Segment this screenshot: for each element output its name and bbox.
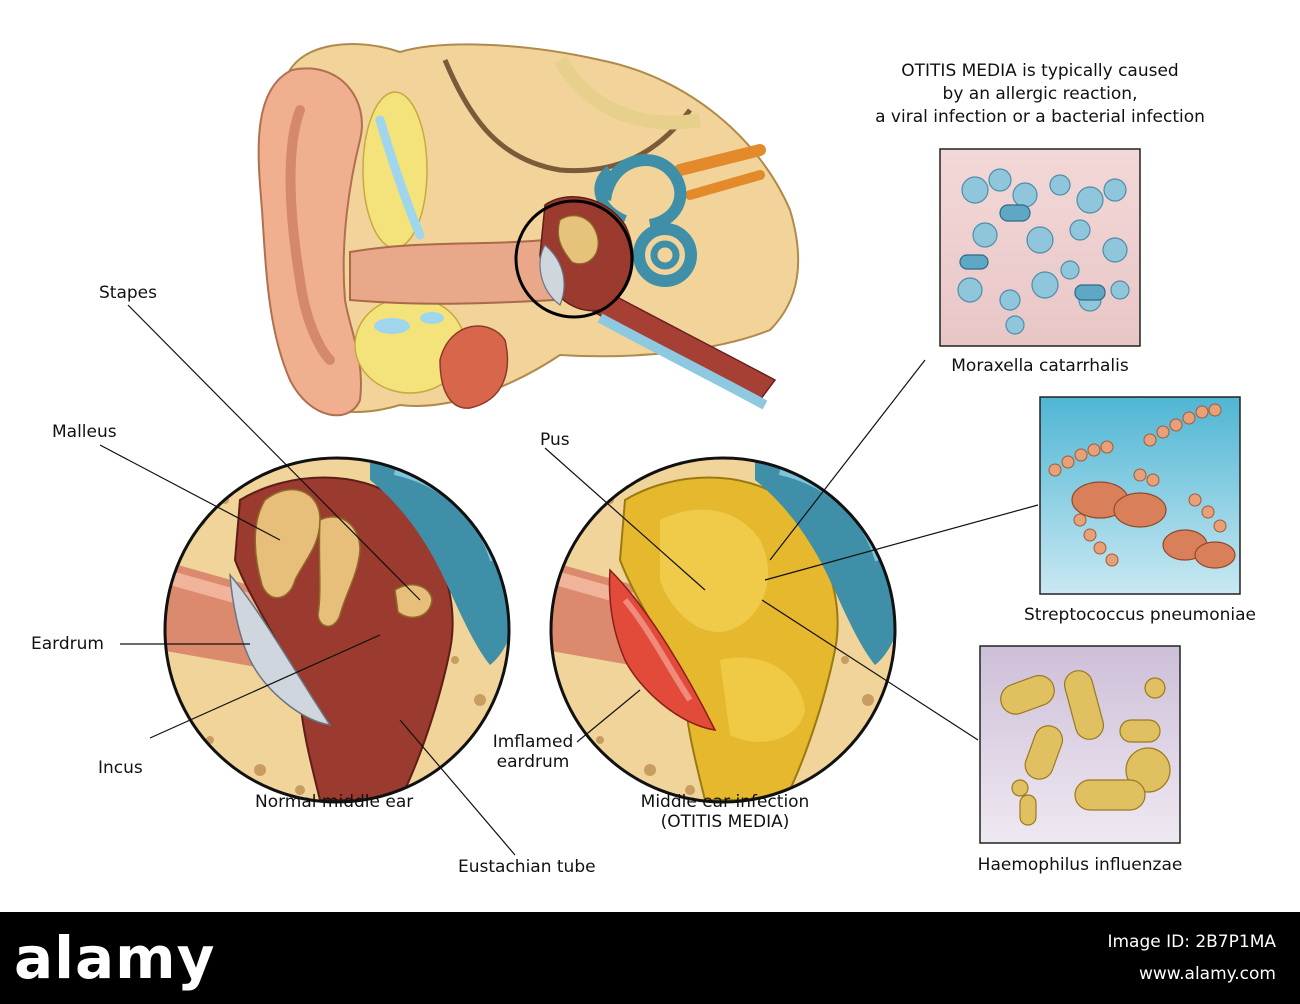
zoom-circle [514, 199, 634, 319]
header-line-2: by an allergic reaction, [942, 84, 1138, 104]
moraxella-panel [939, 148, 1141, 347]
image-id: Image ID: 2B7P1MA [1107, 932, 1276, 952]
normal-middle-ear-view [163, 456, 511, 804]
alamy-logo: alamy [14, 924, 216, 992]
header-text: OTITIS MEDIA is typically caused by an a… [835, 60, 1245, 129]
label-normal-middle-ear: Normal middle ear [255, 792, 414, 812]
header-line-3: a viral infection or a bacterial infecti… [875, 107, 1205, 127]
label-inflamed-line-1: Imflamed [492, 732, 574, 752]
label-infection-line-2: (OTITIS MEDIA) [660, 812, 790, 832]
label-middle-ear-infection: Middle ear infection (OTITIS MEDIA) [625, 792, 825, 832]
watermark-footer: alamy Image ID: 2B7P1MA www.alamy.com [0, 912, 1300, 1004]
label-incus: Incus [98, 758, 143, 778]
label-malleus: Malleus [52, 422, 117, 442]
site-url: www.alamy.com [1138, 964, 1276, 984]
ear-cross-section [257, 43, 800, 417]
label-infection-line-1: Middle ear infection [640, 792, 810, 812]
label-eustachian-tube: Eustachian tube [458, 857, 596, 877]
leader-lines [99, 304, 1039, 856]
label-stapes: Stapes [99, 283, 157, 303]
label-inflamed-eardrum: Imflamed eardrum [483, 732, 583, 772]
caption-streptococcus: Streptococcus pneumoniae [1024, 605, 1256, 625]
caption-moraxella: Moraxella catarrhalis [951, 356, 1129, 376]
haemophilus-panel [979, 645, 1181, 844]
caption-haemophilus: Haemophilus influenzae [977, 855, 1183, 875]
label-pus: Pus [540, 430, 570, 450]
streptococcus-panel [1039, 396, 1241, 595]
label-eardrum: Eardrum [31, 634, 104, 654]
header-line-1: OTITIS MEDIA is typically caused [901, 61, 1179, 81]
illustration [99, 43, 1241, 856]
label-inflamed-line-2: eardrum [496, 752, 570, 772]
